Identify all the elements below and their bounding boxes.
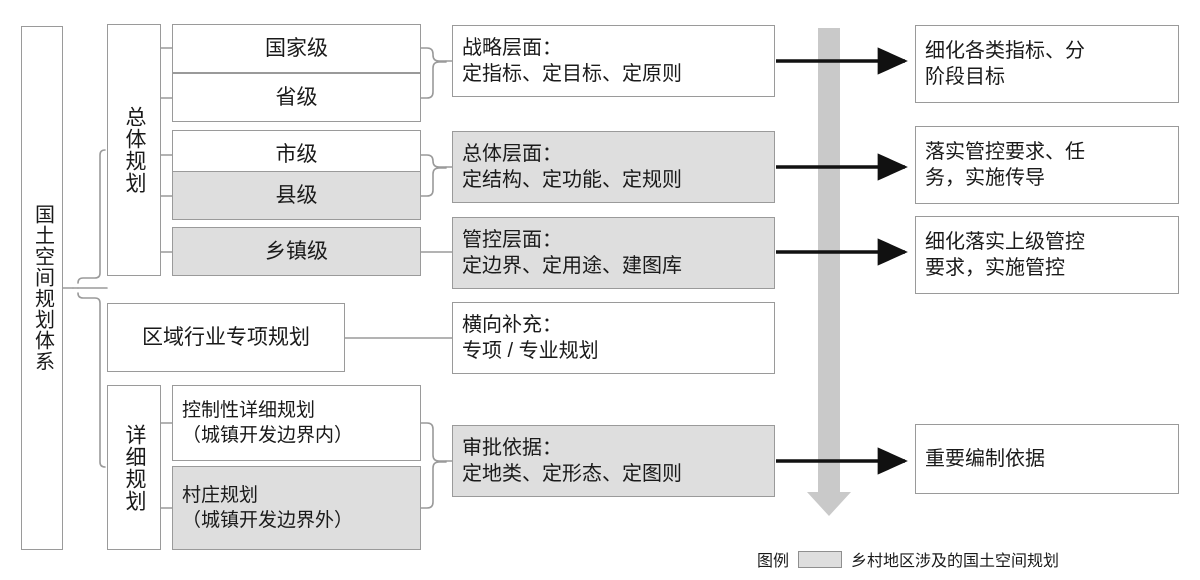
special-label-regional-industry-plan: 区域行业专项规划	[142, 325, 310, 349]
aspect-line2-approval: 定地类、定形态、定图则	[462, 463, 682, 485]
group-box-overall-planning: 总体规划	[107, 24, 161, 276]
outcome-box-implement-control: 落实管控要求、任 务，实施传导	[915, 126, 1179, 204]
downward-flow-arrow	[807, 28, 851, 516]
outcome-line1-implement-control: 落实管控要求、任	[925, 140, 1085, 163]
outcome-line2-refine-upper-control: 要求，实施管控	[925, 257, 1065, 279]
detailed-line1-regulatory: 控制性详细规划	[182, 399, 316, 421]
aspect-line1-strategic: 战略层面：	[462, 36, 562, 59]
aspect-line2-overall: 定结构、定功能、定规则	[462, 169, 682, 191]
outcome-line2-refine-indicators: 阶段目标	[925, 66, 1005, 88]
special-box-regional-industry-plan: 区域行业专项规划	[107, 303, 345, 372]
group-box-detailed-planning: 详细规划	[107, 385, 161, 550]
group-label-detailed-planning: 详细规划	[123, 423, 147, 512]
outcome-line1-refine-upper-control: 细化落实上级管控	[925, 230, 1085, 253]
aspect-line2-strategic: 定指标、定目标、定原则	[462, 63, 682, 85]
level-box-municipal: 市级	[172, 130, 421, 179]
legend: 图例 乡村地区涉及的国土空间规划	[757, 547, 1059, 571]
level-label-township: 乡镇级	[265, 239, 328, 263]
detailed-line2-village: （城镇开发边界外）	[182, 510, 354, 531]
level-box-national: 国家级	[172, 24, 421, 73]
outcome-line1-refine-indicators: 细化各类指标、分	[925, 39, 1085, 62]
aspect-line1-horizontal: 横向补充：	[462, 313, 562, 336]
detailed-line1-village: 村庄规划	[182, 484, 259, 506]
aspect-line1-approval: 审批依据：	[462, 436, 562, 459]
level-label-county: 县级	[275, 183, 318, 207]
level-box-county: 县级	[172, 171, 421, 220]
aspect-box-approval: 审批依据： 定地类、定形态、定图则	[452, 425, 775, 497]
outcome-line1-important-basis: 重要编制依据	[925, 447, 1045, 470]
outcome-box-refine-indicators: 细化各类指标、分 阶段目标	[915, 25, 1179, 103]
aspect-box-control: 管控层面： 定边界、定用途、建图库	[452, 217, 775, 289]
root-box-label: 国土空间规划体系	[31, 204, 54, 372]
aspect-line1-control: 管控层面：	[462, 228, 562, 251]
legend-swatch-icon	[798, 550, 843, 568]
level-label-provincial: 省级	[275, 85, 318, 109]
legend-description: 乡村地区涉及的国土空间规划	[851, 553, 1060, 570]
aspect-line2-control: 定边界、定用途、建图库	[462, 255, 682, 277]
detailed-line2-regulatory: （城镇开发边界内）	[182, 425, 354, 446]
detailed-box-village-plan: 村庄规划 （城镇开发边界外）	[172, 466, 421, 550]
outcome-box-refine-upper-control: 细化落实上级管控 要求，实施管控	[915, 216, 1179, 294]
level-label-municipal: 市级	[275, 142, 318, 166]
legend-label: 图例	[757, 553, 790, 570]
outcome-box-important-basis: 重要编制依据	[915, 424, 1179, 494]
aspect-box-overall: 总体层面： 定结构、定功能、定规则	[452, 131, 775, 203]
aspect-line2-horizontal: 专项 / 专业规划	[462, 340, 599, 362]
detailed-box-regulatory-detailed-plan: 控制性详细规划 （城镇开发边界内）	[172, 385, 421, 461]
aspect-box-strategic: 战略层面： 定指标、定目标、定原则	[452, 25, 775, 97]
aspect-line1-overall: 总体层面：	[462, 142, 562, 165]
level-box-provincial: 省级	[172, 73, 421, 122]
level-label-national: 国家级	[265, 36, 328, 60]
aspect-box-horizontal: 横向补充： 专项 / 专业规划	[452, 302, 775, 374]
outcome-line2-implement-control: 务，实施传导	[925, 167, 1045, 189]
root-box-national-territory-planning-system: 国土空间规划体系	[21, 26, 63, 550]
group-label-overall-planning: 总体规划	[123, 106, 147, 194]
level-box-township: 乡镇级	[172, 227, 421, 276]
